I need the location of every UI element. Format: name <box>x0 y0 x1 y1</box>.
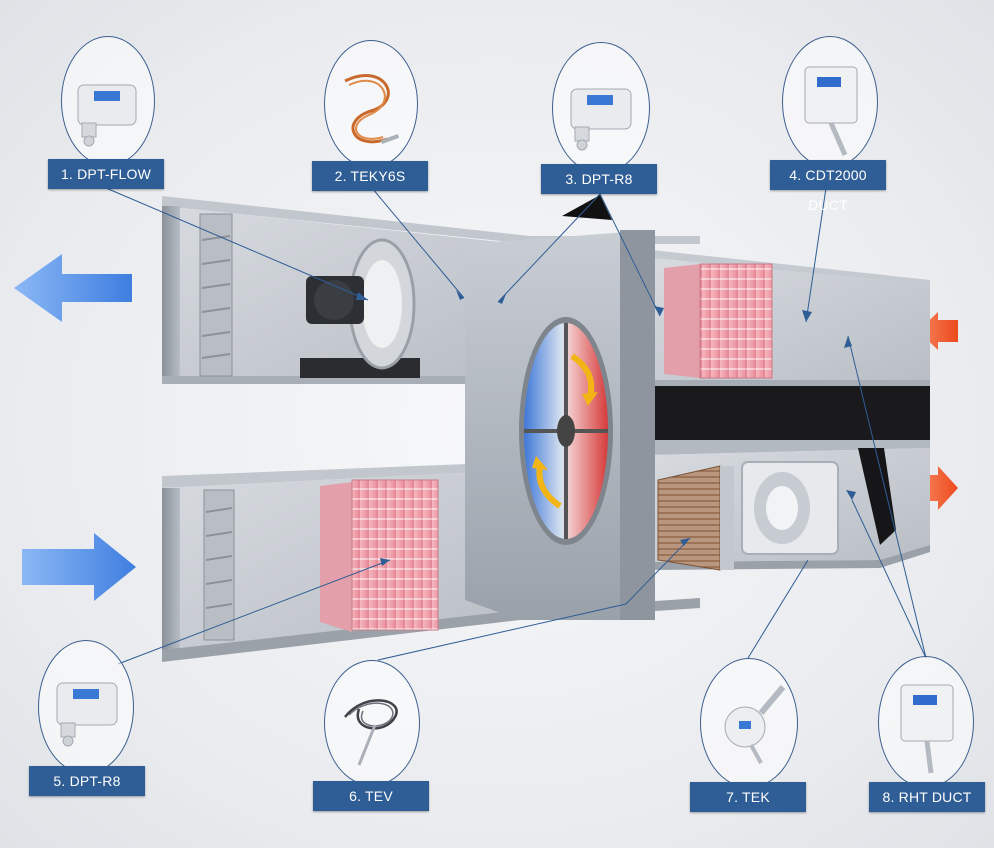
outdoor-air-arrow <box>22 533 136 601</box>
component-label-2: 2. TEKY6S <box>312 161 428 191</box>
duct-sensor-icon <box>900 684 954 774</box>
pressure-sensor-icon <box>56 682 118 747</box>
component-label-6: 6. TEV <box>313 781 429 811</box>
device-halo-1 <box>61 36 155 166</box>
leader-line-7 <box>747 559 809 659</box>
leader-line-6 <box>377 603 627 661</box>
leader-line-3 <box>599 193 661 317</box>
intake-damper <box>203 489 235 641</box>
leader-line-2 <box>371 187 465 299</box>
probe-temperature-sensor-icon <box>344 699 398 766</box>
leader-line-1 <box>105 187 369 301</box>
strap-temperature-sensor-icon <box>724 685 786 764</box>
component-label-7: 7. TEK <box>690 782 806 812</box>
component-label-1: 1. DPT-FLOW <box>48 159 164 189</box>
rotary-heat-wheel <box>519 317 613 545</box>
device-halo-4 <box>782 36 878 168</box>
component-label-4: 4. CDT2000 DUCT <box>770 160 886 213</box>
duct-sensor-icon <box>804 66 858 157</box>
device-halo-2 <box>324 40 418 168</box>
return-bag-filter <box>664 263 773 379</box>
leader-line-4 <box>805 187 827 323</box>
rotation-arrow-icon <box>536 465 562 509</box>
component-label-3: 3. DPT-R8 <box>541 164 657 194</box>
component-label-8: 8. RHT DUCT <box>869 782 985 812</box>
intake-bag-filter <box>320 479 439 632</box>
leader-line-8b <box>851 499 927 659</box>
component-label-5: 5. DPT-R8 <box>29 766 145 796</box>
heating-coil <box>657 465 734 571</box>
device-halo-7 <box>700 658 798 788</box>
exhaust-air-arrow <box>14 254 132 322</box>
device-halo-6 <box>324 660 420 786</box>
leader-line-2b <box>497 193 601 303</box>
pressure-sensor-icon <box>77 84 137 147</box>
cable-temperature-sensor-icon <box>344 74 400 144</box>
leader-lines <box>105 187 927 665</box>
rotation-arrow-icon <box>570 353 595 397</box>
leader-arrowheads <box>356 290 856 566</box>
supply-fan <box>741 461 839 555</box>
pressure-sensor-icon <box>570 88 632 151</box>
leader-line-7b <box>625 537 691 605</box>
device-halo-8 <box>878 656 974 788</box>
device-halo-3 <box>552 42 650 174</box>
leader-line-8 <box>847 335 927 659</box>
exhaust-damper <box>199 213 233 377</box>
leader-line-5 <box>117 559 391 665</box>
device-halo-5 <box>38 640 134 774</box>
